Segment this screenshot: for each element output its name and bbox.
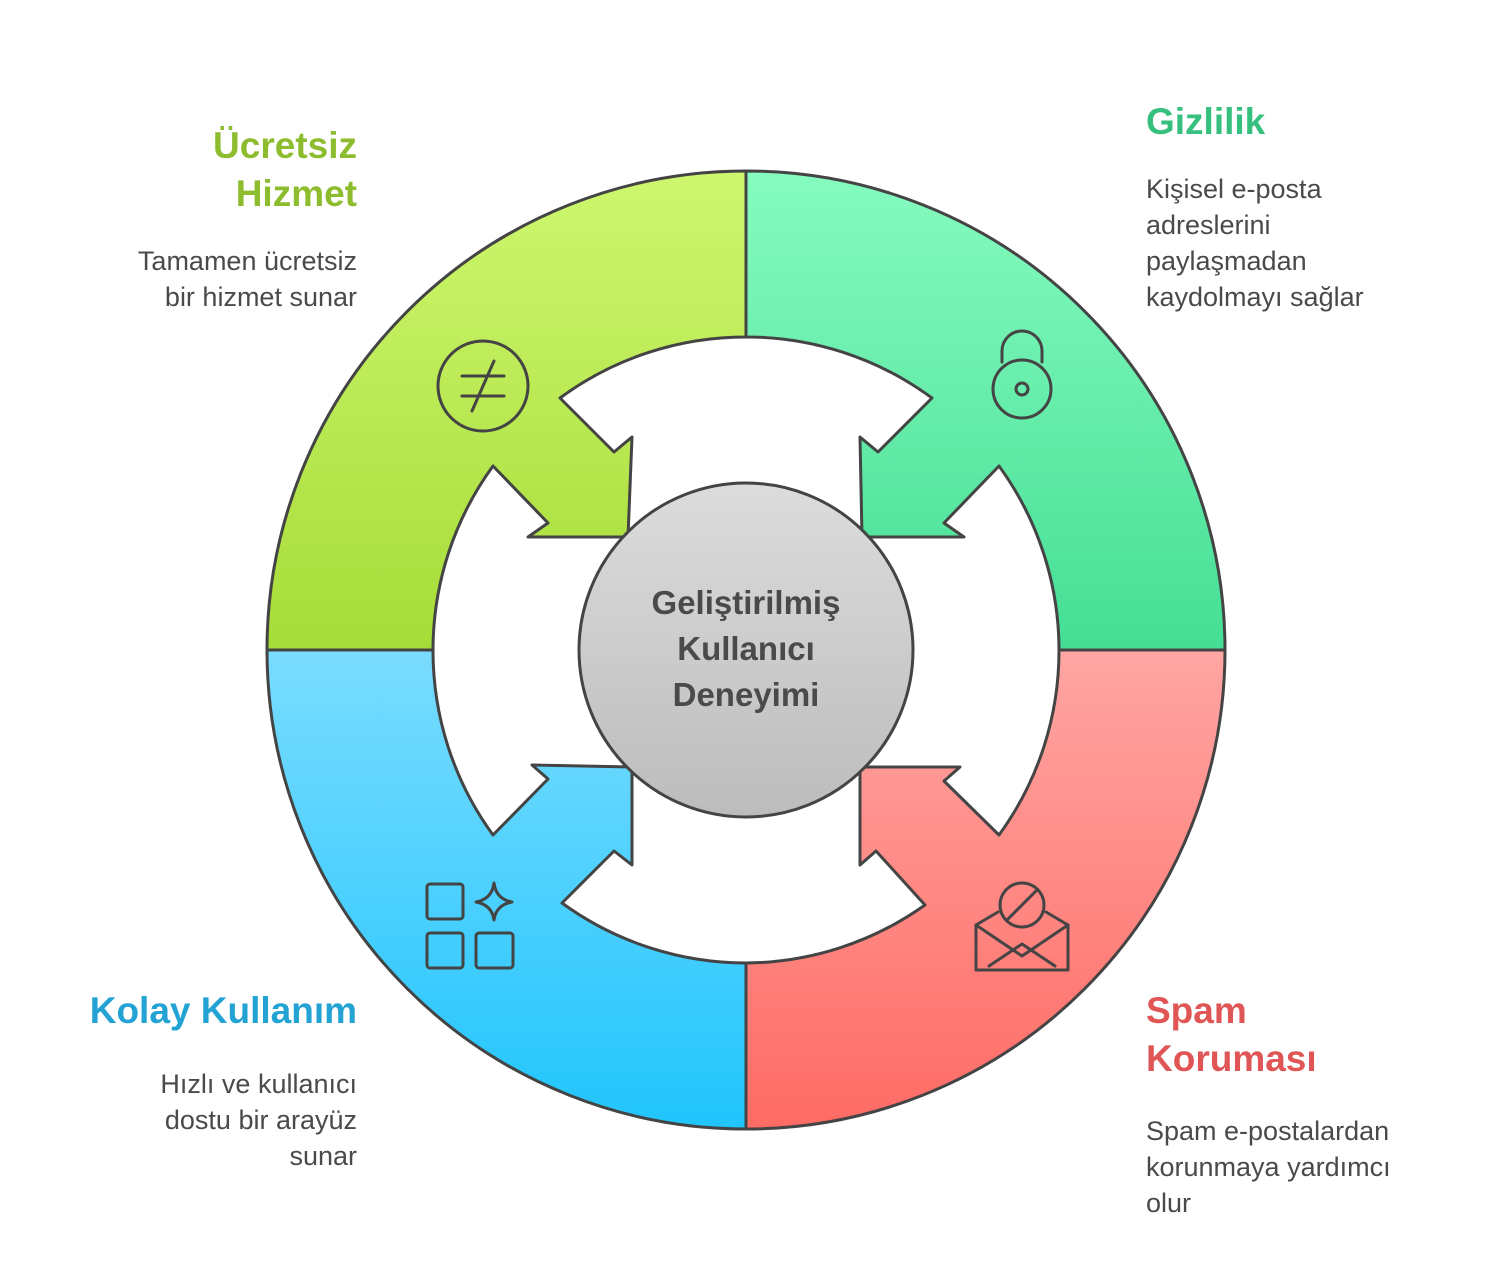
free-title: Ücretsiz Hizmet: [213, 122, 357, 218]
section-privacy: [744, 169, 1227, 652]
privacy-title: Gizlilik: [1146, 98, 1265, 146]
blocked-mail-icon: [974, 881, 1070, 972]
spam-title-line: Koruması: [1146, 1038, 1317, 1079]
privacy-title-line: Gizlilik: [1146, 101, 1266, 142]
free-title-line: Ücretsiz: [213, 125, 357, 166]
center-label: Geliştirilmiş Kullanıcı Deneyimi: [578, 580, 914, 718]
center-circle: [577, 481, 915, 819]
spam-title-line: Spam: [1146, 990, 1247, 1031]
ease-title-line: Kolay Kullanım: [89, 990, 357, 1031]
free-desc: Tamamen ücretsiz bir hizmet sunar: [138, 243, 357, 315]
spam-desc: Spam e-postalardan korunmaya yardımcı ol…: [1146, 1113, 1391, 1221]
section-free: [265, 169, 748, 652]
privacy-desc-line: adreslerini: [1146, 210, 1271, 240]
privacy-desc: Kişisel e-posta adreslerini paylaşmadan …: [1146, 171, 1364, 315]
privacy-desc-line: paylaşmadan: [1146, 246, 1307, 276]
spam-title: Spam Koruması: [1146, 987, 1317, 1083]
padlock-icon: [991, 329, 1053, 420]
free-desc-line: Tamamen ücretsiz: [137, 246, 357, 276]
free-desc-line: bir hizmet sunar: [164, 282, 357, 312]
apps-sparkle-icon: [425, 881, 515, 970]
ease-desc: Hızlı ve kullanıcı dostu bir arayüz suna…: [160, 1066, 357, 1174]
center-line: Geliştirilmiş: [651, 584, 841, 621]
spam-desc-line: korunmaya yardımcı: [1146, 1152, 1391, 1182]
ease-desc-line: Hızlı ve kullanıcı: [160, 1069, 357, 1099]
section-ease: [265, 648, 748, 1131]
spam-desc-line: olur: [1146, 1188, 1192, 1218]
free-title-line: Hizmet: [235, 173, 357, 214]
ease-title: Kolay Kullanım: [90, 987, 357, 1035]
ease-desc-line: sunar: [289, 1141, 357, 1171]
privacy-desc-line: kaydolmayı sağlar: [1146, 282, 1364, 312]
privacy-desc-line: Kişisel e-posta: [1146, 174, 1322, 204]
section-spam: [744, 648, 1227, 1131]
not-equal-icon: [436, 339, 530, 433]
center-line: Deneyimi: [672, 676, 820, 713]
spam-desc-line: Spam e-postalardan: [1146, 1116, 1390, 1146]
ease-desc-line: dostu bir arayüz: [164, 1105, 357, 1135]
center-line: Kullanıcı: [677, 630, 815, 667]
